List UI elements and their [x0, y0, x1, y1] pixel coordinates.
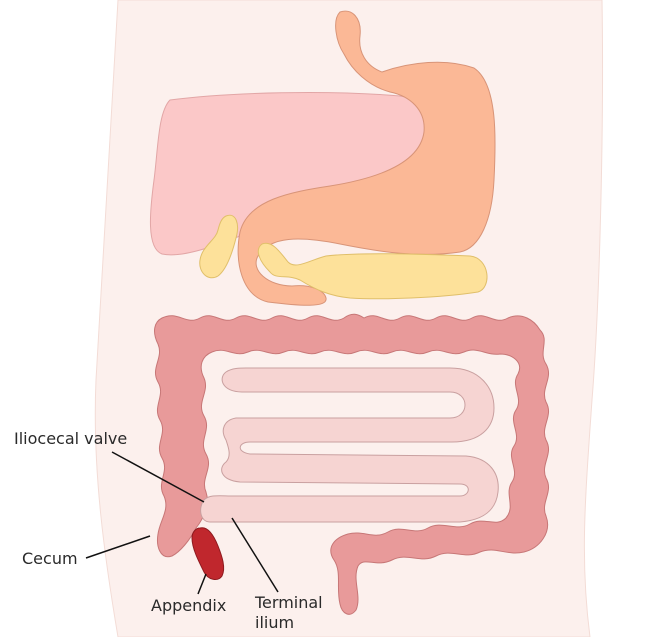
pancreas — [257, 242, 488, 300]
leader-line-cecum — [85, 535, 151, 559]
large-intestine — [154, 313, 550, 615]
leader-line-terminal-ileum — [231, 517, 279, 593]
gallbladder — [199, 214, 239, 279]
label-appendix: Appendix — [151, 596, 227, 615]
leader-line-appendix — [197, 573, 207, 595]
appendix — [191, 527, 225, 580]
label-terminal-ileum: Terminal ilium — [255, 593, 323, 632]
label-cecum: Cecum — [22, 549, 78, 568]
stomach — [237, 10, 496, 306]
small-intestine — [200, 367, 499, 523]
label-ileocecal-valve: Iliocecal valve — [14, 429, 128, 448]
leader-line-ileocecal-valve — [111, 451, 205, 503]
